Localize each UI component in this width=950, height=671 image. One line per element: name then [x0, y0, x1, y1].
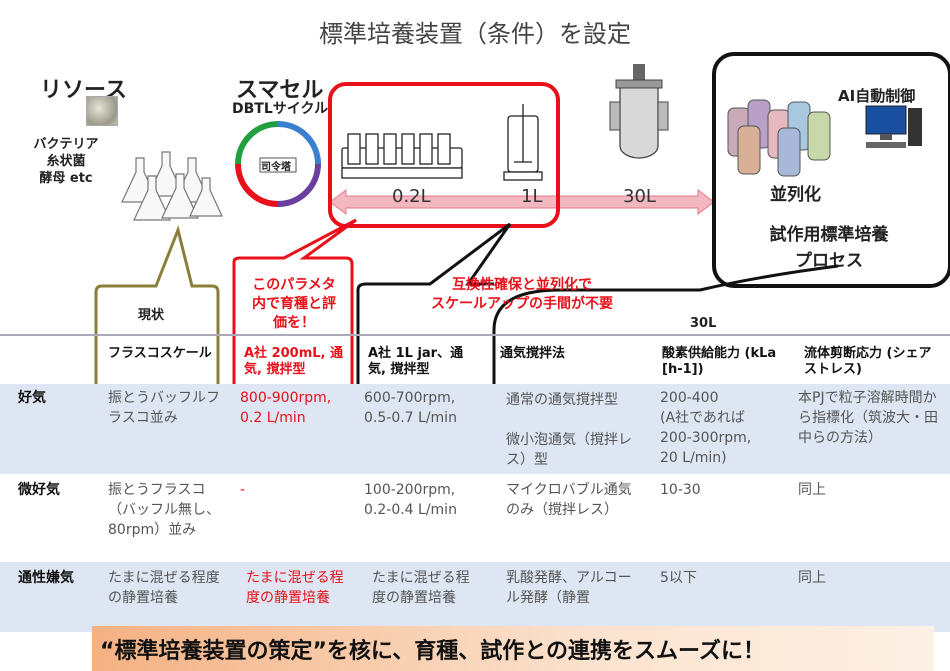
table-cell: 10-30: [660, 482, 701, 498]
ai-control-label: AI自動制御: [838, 87, 916, 105]
label-30l: 30L: [690, 316, 717, 331]
table-cell: たまに混ぜる程度の静置培養: [108, 570, 220, 606]
table-cell: マイクロバブル通気のみ（撹拌レス）: [506, 482, 632, 518]
resource-list: バクテリア 糸状菌 酵母 etc: [26, 136, 106, 187]
callout-line: このパラメタ: [252, 277, 336, 293]
process-line: プロセス: [795, 251, 863, 271]
row-label: 微好気: [18, 482, 60, 498]
table-cell: 同上: [798, 482, 826, 498]
table-cell: 同上: [798, 570, 826, 586]
smacell-title: スマセル: [236, 78, 324, 103]
process-line: 試作用標準培養: [769, 225, 889, 245]
header-a1l: A社 1L jar、通気, 撹拌型: [368, 346, 464, 377]
dbtl-subtitle: DBTLサイクル: [232, 101, 329, 117]
table-cell: 100-200rpm, 0.2-0.4 L/min: [364, 482, 457, 518]
row-label: 通性嫌気: [18, 570, 74, 586]
table-cell: 振とうフラスコ（バッフル無し、80rpm）並み: [108, 482, 220, 538]
status-label: 現状: [138, 308, 165, 323]
callout-line: 互換性確保と並列化で: [452, 277, 592, 293]
table-cell: 200-400 (A社であれば 200-300rpm, 20 L/min): [660, 390, 752, 466]
table-cell: たまに混ぜる程度の静置培養: [246, 570, 344, 606]
scale-arrow: [330, 189, 714, 215]
left-callout-text: このパラメタ 内で育種と評 価を！: [238, 276, 350, 333]
table-cell: -: [240, 482, 246, 498]
tank-30l-icon: [609, 64, 669, 159]
right-callout-text: 互換性確保と並列化で スケールアップの手間が不要: [402, 276, 642, 314]
mini-bioreactor-array-icon: [341, 133, 463, 179]
small-scale-box: [328, 82, 560, 228]
computer-icon: [865, 105, 922, 148]
summary-banner: [92, 626, 934, 671]
resource-line: 糸状菌: [46, 154, 86, 169]
table-cell: 800-900rpm, 0.2 L/min: [240, 390, 332, 426]
table-cell: 5以下: [660, 570, 697, 586]
header-a200: A社 200mL, 通気, 撹拌型: [244, 346, 344, 377]
callout-line: 内で育種と評: [252, 296, 336, 312]
parallel-tanks-icon: [727, 99, 831, 177]
resource-line: バクテリア: [33, 137, 99, 152]
row-label: 好気: [18, 390, 46, 406]
summary-banner-text: “標準培養装置の策定”を核に、育種、試作との連携をスムーズに！: [100, 639, 765, 664]
command-center-label: 司令塔: [261, 162, 291, 173]
table-cell: 乳酸発酵、アルコール発酵（静置: [506, 570, 632, 606]
table-row: [0, 384, 950, 474]
header-shear: 流体剪断応力 (シェアストレス): [804, 346, 932, 377]
header-kla: 酸素供給能力 (kLa [h-1]): [662, 346, 777, 377]
callout-line: スケールアップの手間が不要: [431, 296, 613, 312]
table-row: [0, 562, 950, 632]
table-cell: たまに混ぜる程度の静置培養: [372, 570, 470, 606]
standard-process-label: 試作用標準培養 プロセス: [716, 222, 942, 274]
scale-label-1l: 1L: [521, 186, 543, 207]
microbe-image: [86, 96, 118, 126]
flasks-illustration: [121, 151, 223, 221]
table-cell: 通常の通気撹拌型 微小泡通気（撹拌レス）型: [506, 392, 632, 468]
jar-fermenter-icon: [503, 104, 543, 181]
dbtl-cycle-icon: [235, 121, 321, 207]
table-cell: 振とうバッフルフラスコ並み: [108, 390, 220, 426]
page-title: 標準培養装置（条件）を設定: [319, 20, 631, 48]
header-method: 通気撹拌法: [500, 346, 566, 361]
scale-label-30l: 30L: [623, 186, 656, 207]
parallel-label: 並列化: [770, 185, 821, 205]
table-top-rule: [0, 334, 950, 336]
resource-line: 酵母 etc: [39, 171, 93, 186]
callout-line: 価を！: [273, 315, 315, 331]
header-flask: フラスコスケール: [108, 346, 212, 361]
scale-label-02l: 0.2L: [392, 186, 431, 207]
table-cell: 600-700rpm, 0.5-0.7 L/min: [364, 390, 457, 426]
table-row: [0, 474, 950, 562]
table-cell: 本PJで粒子溶解時間から指標化（筑波大・田中らの方法）: [798, 390, 938, 446]
